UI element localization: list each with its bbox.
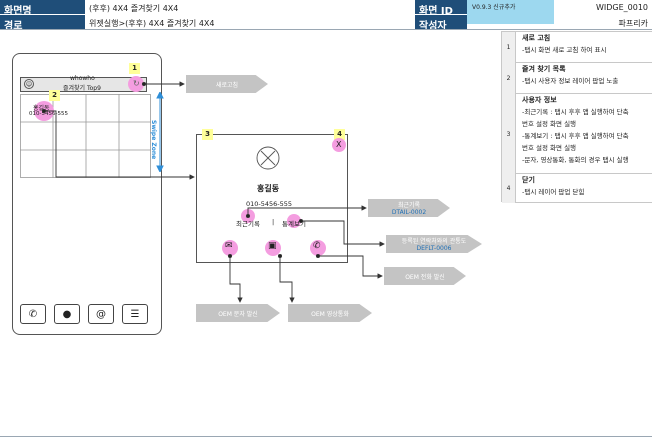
sms-button[interactable]: [222, 240, 238, 256]
chat-icon: ●: [62, 308, 72, 320]
email-button[interactable]: @: [88, 304, 114, 324]
spec-title: 닫기: [522, 176, 535, 184]
line-call: [318, 255, 383, 279]
favorites-grid: [20, 94, 151, 178]
dot-favorite: [41, 108, 47, 114]
spec-title: 사용자 정보: [522, 96, 557, 104]
callout-recent: 최근기록 DTAIL-0002: [368, 199, 450, 217]
callout-registered: 등록된 연락처와의 관통도 DEFLT-0006: [386, 235, 482, 253]
spec-line: 번호 설정 화면 실행: [522, 144, 577, 152]
widget-title-bar: [20, 77, 147, 92]
menu-button[interactable]: ☰: [122, 304, 148, 324]
footer-divider: [0, 436, 652, 437]
favorite-contact-number: 010-5456-555: [29, 111, 68, 117]
callout-oem-sms: OEM 문자 발신: [196, 304, 280, 322]
phone-frame: [12, 53, 162, 335]
dot-call: [315, 253, 321, 259]
spec-num: 3: [502, 94, 516, 174]
app-name: whowho: [70, 75, 95, 82]
callout-refresh: 새로고침: [186, 75, 268, 93]
dot-recent: [245, 213, 251, 219]
popup-contact-number: 010-5456-555: [246, 200, 293, 208]
video-call-button[interactable]: [265, 240, 281, 256]
spec-num: 2: [502, 63, 516, 94]
spec-row: 새로 고침 -탭시 화면 새로 고침 하여 표시: [516, 32, 652, 63]
badge-3: 3: [202, 129, 213, 140]
spec-title: 즐겨 찾기 목록: [522, 65, 566, 73]
call-button[interactable]: [310, 240, 326, 256]
line-stats: [301, 220, 385, 247]
dot-stats: [298, 218, 304, 224]
screen-name-value: (후후) 4X4 즐겨찾기 4X4: [85, 0, 415, 14]
line-sms: [229, 256, 243, 303]
widget-title: 즐겨찾기 Top9: [63, 85, 101, 92]
spec-line: -탭시 레이어 팝업 닫힘: [522, 188, 585, 196]
swipe-zone-arrow: [151, 90, 169, 174]
badge-1: 1: [129, 63, 140, 74]
phone-button[interactable]: ✆: [20, 304, 46, 324]
profile-image-placeholder: [256, 146, 280, 170]
screen-name-label: 화면명: [0, 0, 85, 17]
description-table: 1 새로 고침 -탭시 화면 새로 고침 하여 표시 2 즐겨 찾기 목록 -탭…: [501, 31, 652, 203]
line-favorite: [44, 110, 195, 180]
spec-row: 사용자 정보 -최근기록 : 탭시 후후 앱 실행하여 단축 번호 설정 화면 …: [516, 94, 652, 174]
spec-row: 닫기 -탭시 레이어 팝업 닫힘: [516, 174, 652, 203]
spec-line: -탭시 화면 새로 고침 하여 표시: [522, 46, 607, 54]
badge-4: 4: [334, 129, 345, 140]
spec-num: 4: [502, 174, 516, 203]
callout-oem-video: OEM 영상통화: [288, 304, 372, 322]
dot-sms: [227, 253, 233, 259]
badge-2: 2: [49, 90, 60, 101]
line-recent: [247, 205, 367, 216]
menu-icon: ☰: [130, 308, 140, 320]
spec-row: 즐겨 찾기 목록 -탭시 사용자 정보 레이어 팝업 노출: [516, 63, 652, 94]
recent-history-link[interactable]: 최근기록: [236, 220, 260, 228]
callout-oem-call: OEM 전화 발신: [384, 267, 466, 285]
close-button[interactable]: [332, 138, 346, 152]
path-label: 경로: [0, 15, 85, 32]
dot-video: [277, 253, 283, 259]
line-video: [279, 256, 295, 303]
stats-link[interactable]: 통계보기: [282, 220, 306, 228]
path-value: 위젯실행>(후후) 4X4 즐겨찾기 4X4: [85, 15, 415, 29]
header-divider: [0, 29, 652, 30]
link-divider: |: [272, 218, 275, 226]
refresh-button[interactable]: [128, 76, 144, 92]
video-icon: ▣: [268, 241, 277, 251]
grid-border: [20, 94, 151, 178]
callout-recent-id: DTAIL-0002: [391, 209, 427, 216]
screen-id-value: WIDGE_0010: [554, 0, 652, 14]
at-icon: @: [96, 308, 106, 320]
callout-registered-title: 등록된 연락처와의 관통도: [401, 238, 467, 245]
spec-line: -통계보기 : 탭시 후후 앱 실행하여 단축: [522, 132, 629, 140]
call-icon: ✆: [313, 241, 321, 251]
author-label: 작성자: [415, 15, 467, 32]
spec-num: 1: [502, 32, 516, 63]
spec-line: 번호 설정 화면 실행: [522, 120, 577, 128]
author-value: 파프리카: [554, 15, 652, 29]
spec-title: 새로 고침: [522, 34, 551, 42]
popup-contact-name: 홍길동: [257, 184, 280, 193]
phone-icon: ✆: [28, 308, 38, 320]
spec-line: -문자, 영상통화, 통화의 경우 탭시 실행: [522, 156, 629, 164]
app-logo-icon: ☺: [24, 79, 34, 89]
close-icon: X: [336, 140, 342, 149]
callout-registered-id: DEFLT-0006: [416, 245, 452, 252]
refresh-icon: ↻: [133, 79, 140, 88]
dot-refresh: [141, 81, 147, 87]
stats-hotspot: [287, 214, 301, 228]
spec-line: -최근기록 : 탭시 후후 앱 실행하여 단축: [522, 108, 629, 116]
version-badge: V0.9.3 신규추가: [467, 0, 554, 24]
chat-button[interactable]: ●: [54, 304, 80, 324]
spec-line: -탭시 사용자 정보 레이어 팝업 노출: [522, 77, 619, 85]
callout-recent-title: 최근기록: [397, 202, 421, 209]
mail-icon: ✉: [225, 241, 233, 251]
screen-id-label: 화면 ID: [415, 0, 467, 17]
favorite-contact-name: 홍길동: [33, 105, 50, 112]
